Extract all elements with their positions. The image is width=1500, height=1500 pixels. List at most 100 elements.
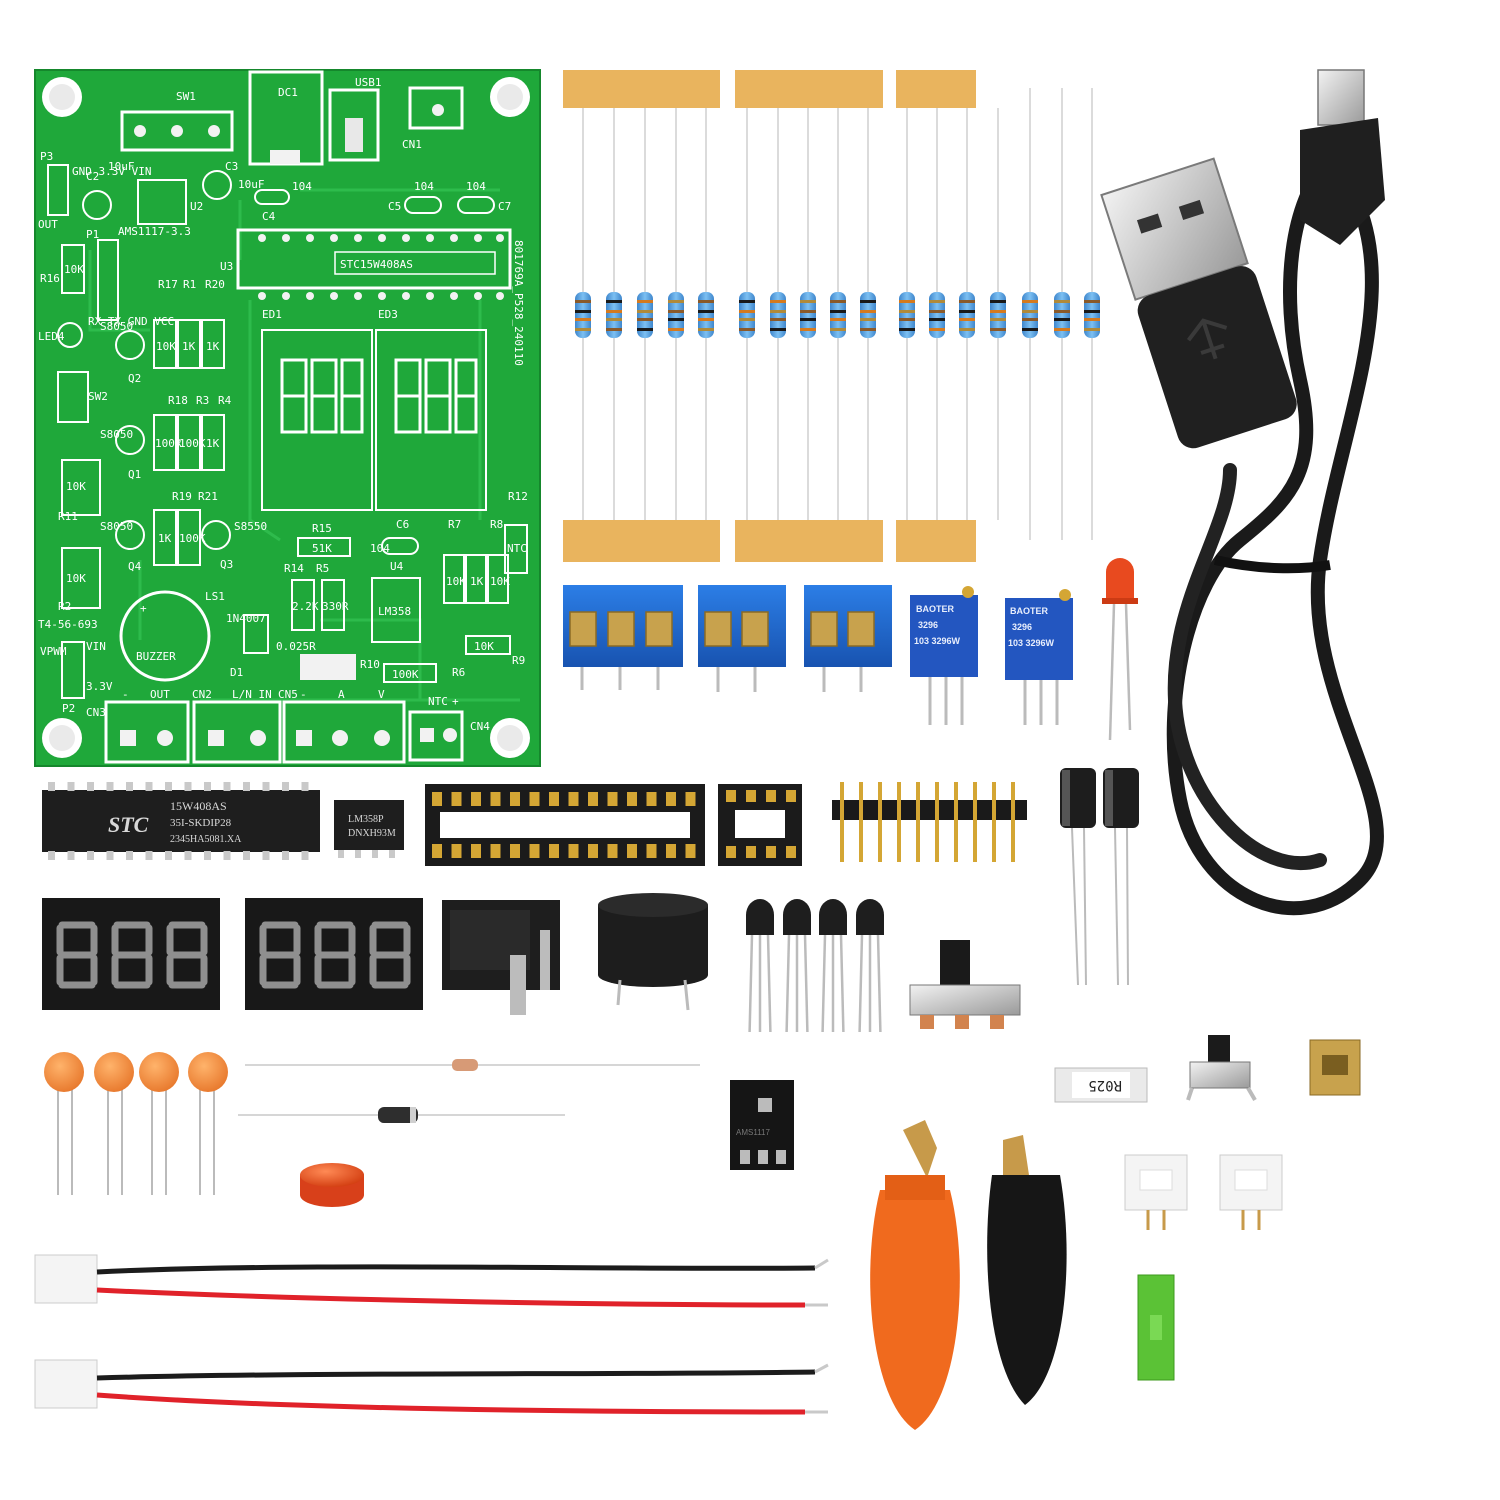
vpwm-label: VPWM xyxy=(40,645,67,658)
mcu-brand: STC xyxy=(108,812,149,837)
terminal-block-icon xyxy=(563,585,892,692)
ls1-ref: LS1 xyxy=(205,590,225,603)
silkscreen-digits-icon xyxy=(280,358,478,434)
to92-transistor xyxy=(819,899,847,1033)
c6-ref: C6 xyxy=(396,518,409,531)
a-label: A xyxy=(338,688,345,701)
led4-ref: LED4 xyxy=(38,330,65,343)
d1-part: 1N4007 xyxy=(226,612,266,625)
resistor-icon xyxy=(990,292,1006,338)
seven-segment-icon xyxy=(42,898,423,1010)
to92-transistor xyxy=(746,899,774,1033)
resistor-icon xyxy=(637,292,653,338)
buzzer-label: BUZZER xyxy=(136,650,176,663)
alligator-clip-icon xyxy=(870,1120,1067,1430)
c3-ref: C3 xyxy=(225,160,238,173)
r1-value: 1K xyxy=(182,340,196,353)
opamp-chip-icon: LM358P DNXH93M xyxy=(334,800,404,858)
q1-part: S8050 xyxy=(100,428,133,441)
r11-ref: R11 xyxy=(58,510,78,523)
r19-ref: R19 xyxy=(172,490,192,503)
jst-connector-icon xyxy=(1124,1154,1283,1230)
resistor-icon xyxy=(1054,292,1070,338)
tactile-switch-icon xyxy=(1186,1035,1257,1102)
capacitor-icon xyxy=(1060,768,1139,986)
resistor-icon xyxy=(606,292,622,338)
ceramic-capacitor-icon xyxy=(44,1052,228,1195)
p3-ref: P3 xyxy=(40,150,53,163)
l-n-in-label: L/N IN xyxy=(232,688,272,701)
cn3-ref: CN3 xyxy=(86,706,106,719)
pot2-line: 103 3296W xyxy=(1008,638,1055,648)
q4-part: S8050 xyxy=(100,520,133,533)
mounting-hole-icon xyxy=(42,77,530,758)
r17-value: 10K xyxy=(156,340,176,353)
r7-value: 10K xyxy=(446,575,466,588)
r6-ref: R6 xyxy=(452,666,465,679)
micro-usb-connector-icon xyxy=(1317,69,1365,126)
ntc-plus: + xyxy=(452,695,459,708)
resistor-icon xyxy=(698,292,714,338)
r5-value: 330R xyxy=(322,600,349,613)
resistor-icon xyxy=(929,292,945,338)
resistor-icon xyxy=(860,292,876,338)
r16-ref: R16 xyxy=(40,272,60,285)
r8-ref: R8 xyxy=(490,518,503,531)
opamp-line1: LM358P xyxy=(348,814,384,825)
out-label-bottom: OUT xyxy=(150,688,170,701)
resistor-icon xyxy=(830,292,846,338)
c2-ref: C2 xyxy=(86,170,99,183)
q2-part: S8050 xyxy=(100,320,133,333)
q4-ref: Q4 xyxy=(128,560,142,573)
resistor-icon xyxy=(1084,292,1100,338)
r15-ref: R15 xyxy=(312,522,332,535)
r-1k-value: 1K xyxy=(470,575,484,588)
pcb-board: SW1 DC1 USB1 CN1 P3 OUT GND 3.3V VIN C2 … xyxy=(34,69,541,767)
pot1-model: 3296 xyxy=(918,620,938,630)
c3-value: 10uF xyxy=(238,178,265,191)
q3-part: S8550 xyxy=(234,520,267,533)
r18-value: 100R xyxy=(155,437,182,450)
pot2-brand: BAOTER xyxy=(1010,606,1049,616)
r1-ref: R1 xyxy=(183,278,196,291)
to92-transistor xyxy=(856,899,884,1033)
r8-value: 10K xyxy=(490,575,510,588)
t4-label: T4-56-693 xyxy=(38,618,98,631)
meter-minus: - xyxy=(300,688,307,701)
c5-ref: C5 xyxy=(388,200,401,213)
resistor-icon xyxy=(959,292,975,338)
opamp-line2: DNXH93M xyxy=(348,828,396,839)
d1-ref: D1 xyxy=(230,666,243,679)
voltage-regulator-icon: AMS1117 xyxy=(730,1080,794,1170)
tape-strips xyxy=(563,70,976,562)
pot1-line: 103 3296W xyxy=(914,636,961,646)
r16-value: 10K xyxy=(64,263,84,276)
ic-chip-icon: STC 15W408AS 35I-SKDIP28 2345HA5081.XA xyxy=(42,782,320,860)
r12-ref: R12 xyxy=(508,490,528,503)
ntc-label: NTC xyxy=(507,542,527,555)
p3-pins: GND 3.3V VIN xyxy=(72,165,151,178)
c5-value: 104 xyxy=(414,180,434,193)
u2-part: AMS1117-3.3 xyxy=(118,225,191,238)
u2-ref: U2 xyxy=(190,200,203,213)
cn2-ref: CN2 xyxy=(192,688,212,701)
pin-header-icon xyxy=(832,782,1027,862)
q2-ref: Q2 xyxy=(128,372,141,385)
resistor-icon xyxy=(899,292,915,338)
ntc-bottom-label: NTC xyxy=(428,695,448,708)
dc-jack-icon xyxy=(442,900,560,1015)
r19-value: 1K xyxy=(158,532,172,545)
pot1-brand: BAOTER xyxy=(916,604,955,614)
c2-value: 10uF xyxy=(108,160,135,173)
resistor-icon xyxy=(668,292,684,338)
to92-transistor xyxy=(783,899,811,1033)
p1-pins: RX TX GND VCC xyxy=(88,315,174,328)
vin-label: VIN xyxy=(86,640,106,653)
resistor-icon xyxy=(800,292,816,338)
resistor-set xyxy=(563,70,1100,562)
jumper-wire-icon xyxy=(34,1254,829,1415)
cn5-ref: CN5 xyxy=(278,688,298,701)
resistor-icon xyxy=(739,292,755,338)
sw2-ref: SW2 xyxy=(88,390,108,403)
